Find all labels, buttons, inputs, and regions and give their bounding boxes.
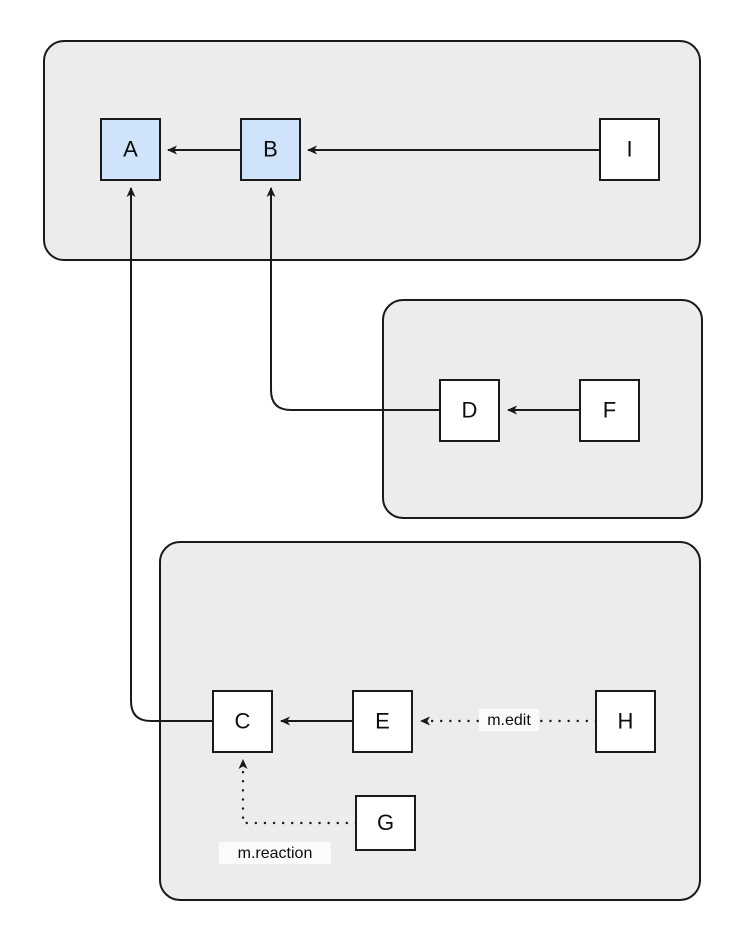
event-node-box[interactable]	[439, 379, 500, 442]
event-node-I[interactable]: I	[599, 118, 660, 181]
edge-label-text: m.edit	[487, 712, 531, 729]
event-node-label: D	[462, 397, 478, 422]
event-node-C[interactable]: C	[212, 690, 273, 753]
event-node-box[interactable]	[599, 118, 660, 181]
event-nodes: A B I D F C E H G	[100, 118, 660, 851]
edge-labels-layer: m.edit m.reaction	[219, 709, 539, 864]
event-node-E[interactable]: E	[352, 690, 413, 753]
edges-layer	[126, 145, 600, 825]
event-node-label: H	[618, 708, 634, 733]
event-node-label: G	[377, 810, 394, 835]
edge-label-text: m.reaction	[238, 845, 313, 862]
event-node-box[interactable]	[212, 690, 273, 753]
event-node-label: I	[626, 136, 632, 161]
event-node-D[interactable]: D	[439, 379, 500, 442]
edge-label-G-to-C: m.reaction	[219, 842, 331, 864]
event-node-B[interactable]: B	[240, 118, 301, 181]
edge-G-to-C	[238, 758, 358, 825]
event-node-box[interactable]	[355, 795, 416, 851]
edge-label-background	[219, 842, 331, 864]
event-node-box[interactable]	[100, 118, 161, 181]
event-node-label: F	[603, 397, 616, 422]
event-node-label: C	[235, 708, 251, 733]
event-node-F[interactable]: F	[579, 379, 640, 442]
edge-label-H-to-E: m.edit	[479, 709, 539, 731]
event-node-A[interactable]: A	[100, 118, 161, 181]
event-node-label: A	[123, 136, 138, 161]
event-node-box[interactable]	[579, 379, 640, 442]
edge-C-to-A	[126, 187, 213, 722]
edge-label-background	[479, 709, 539, 731]
event-node-H[interactable]: H	[595, 690, 656, 753]
event-node-label: B	[263, 136, 278, 161]
event-node-G[interactable]: G	[355, 795, 416, 851]
event-node-box[interactable]	[240, 118, 301, 181]
event-node-box[interactable]	[595, 690, 656, 753]
event-node-label: E	[375, 708, 390, 733]
event-node-box[interactable]	[352, 690, 413, 753]
edge-D-to-B	[266, 187, 440, 411]
